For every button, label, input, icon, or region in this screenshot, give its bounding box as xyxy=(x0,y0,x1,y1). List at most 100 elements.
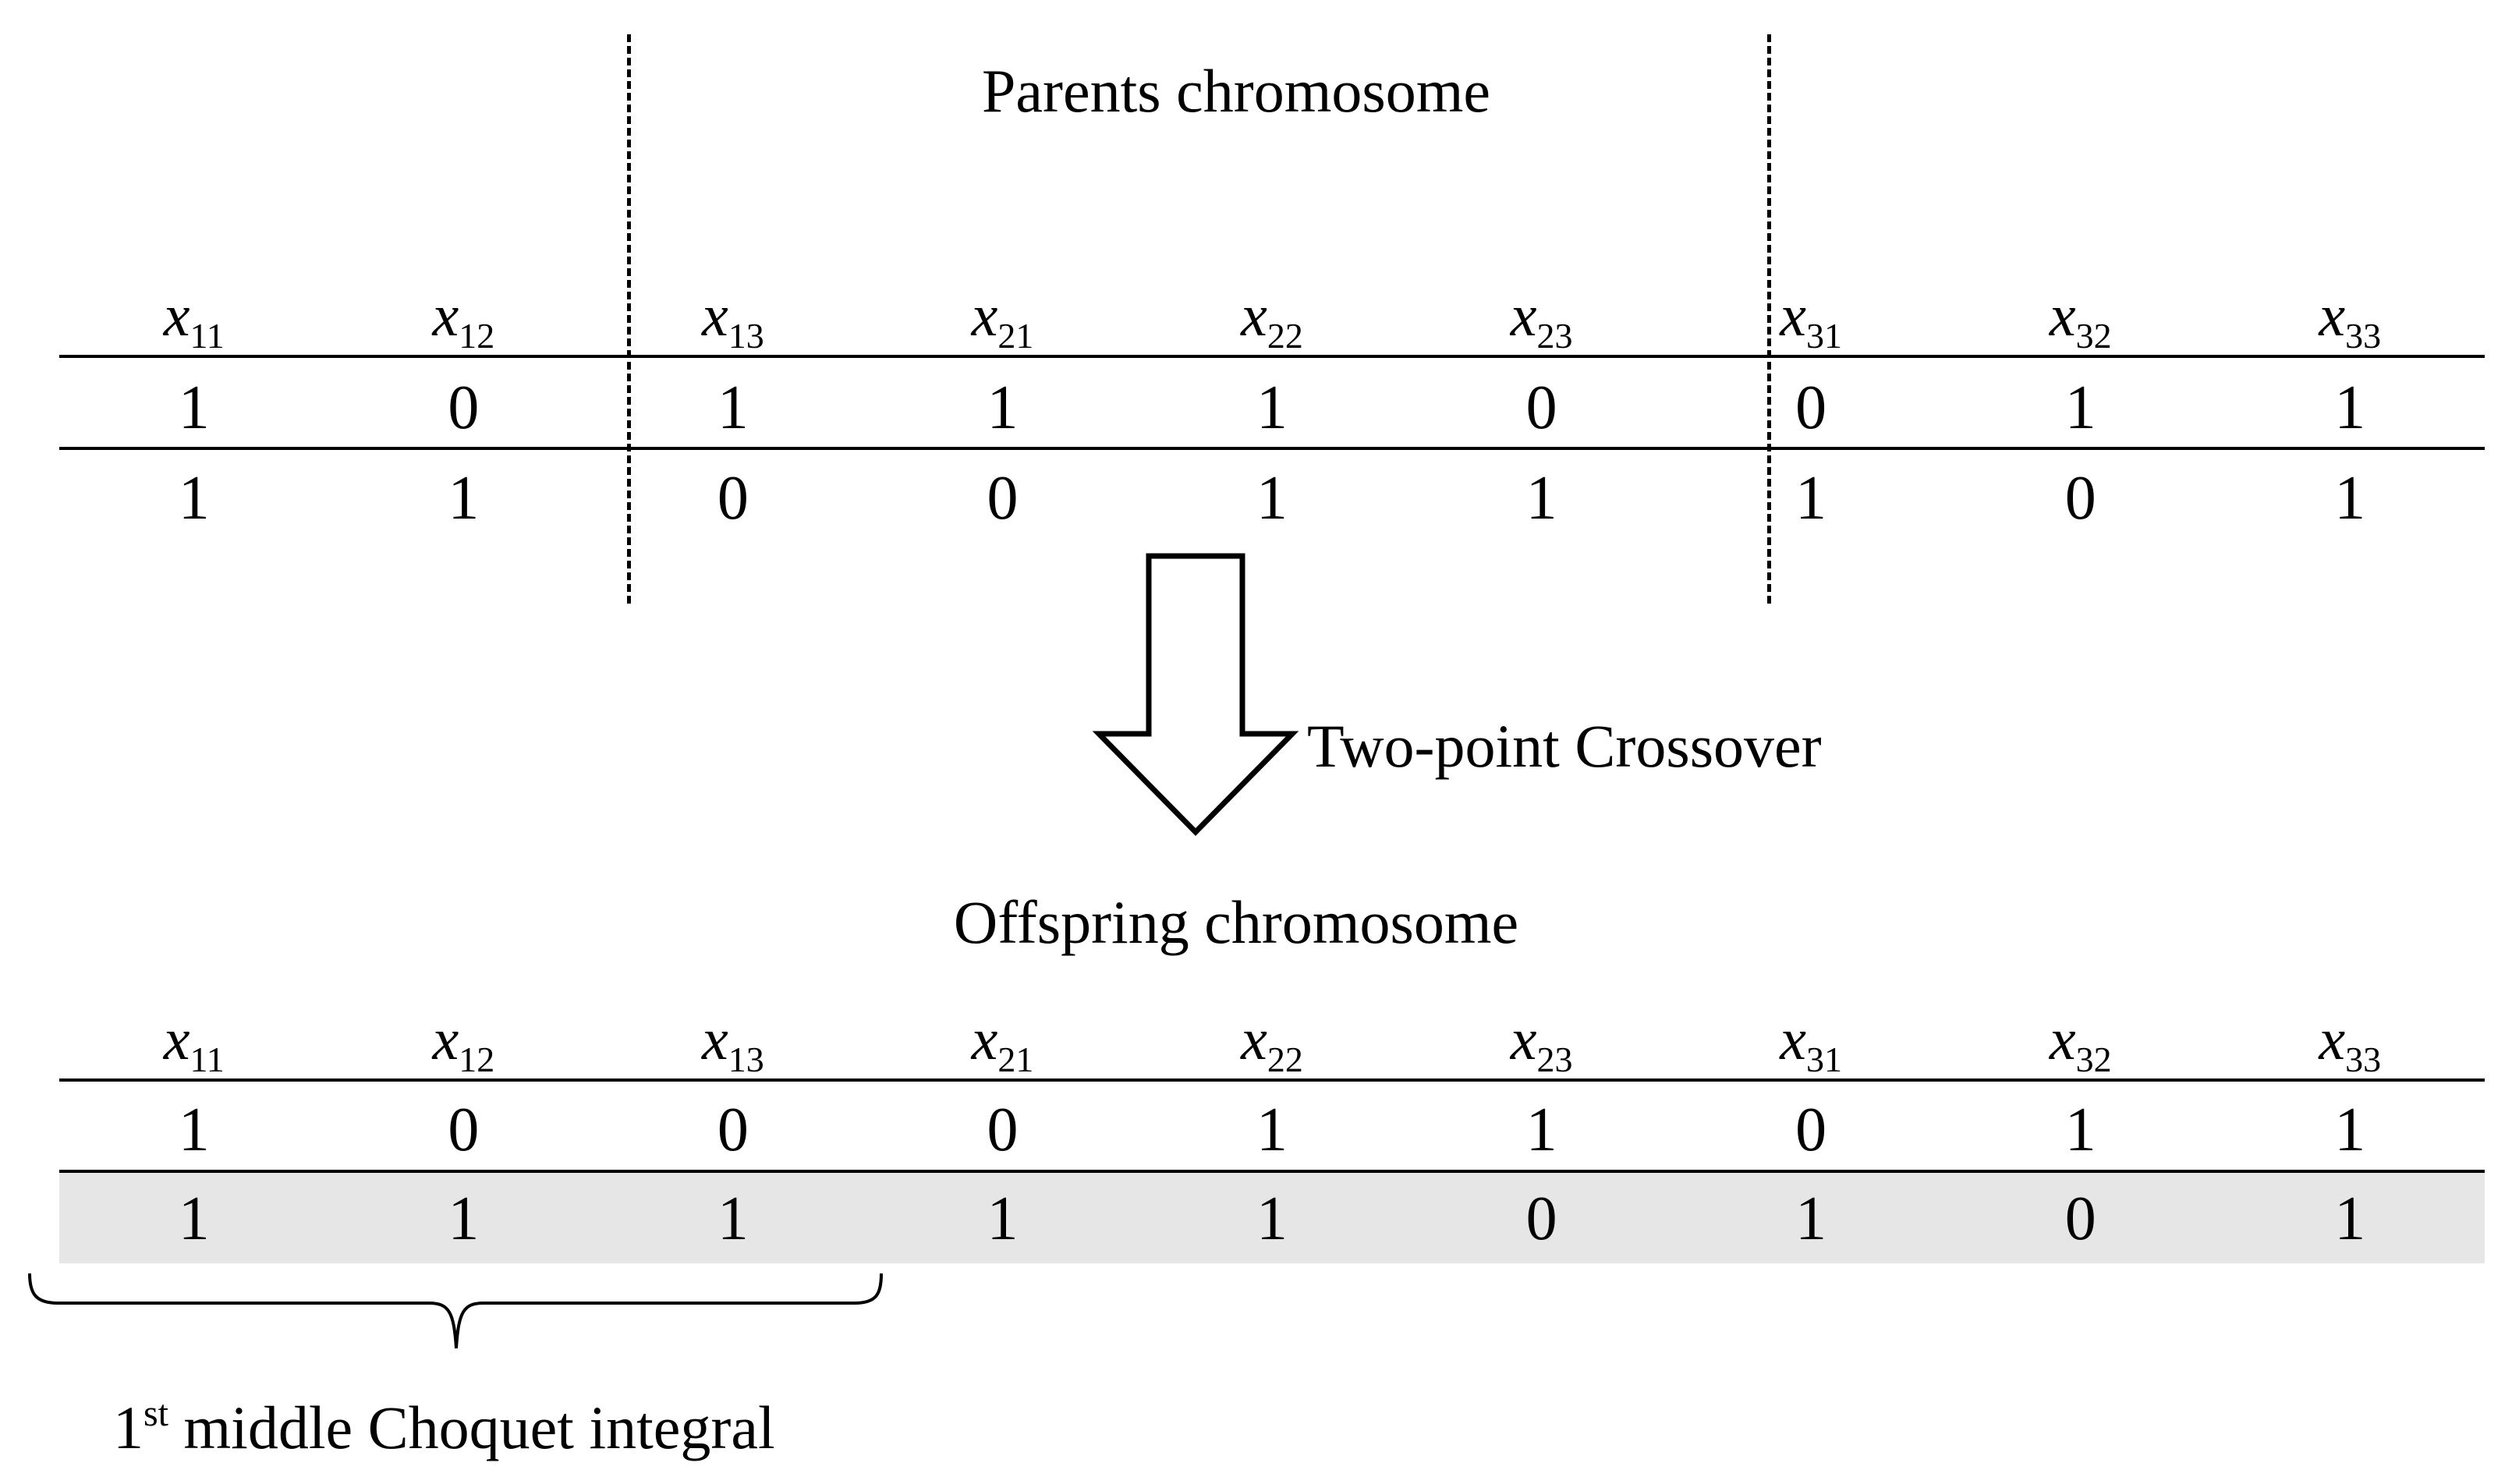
gene-label: x13 xyxy=(598,281,868,354)
gene-bit: 1 xyxy=(987,374,1019,442)
gene-bit: 0 xyxy=(717,464,749,533)
gene-symbol: x xyxy=(1510,1007,1537,1072)
gene-index: 33 xyxy=(2345,316,2382,356)
gene-symbol: x xyxy=(1241,283,1267,349)
brace-label-text: middle Choquet integral xyxy=(168,1394,775,1461)
down-arrow-icon xyxy=(1092,553,1299,836)
gene-symbol: x xyxy=(2049,1007,2076,1072)
brace-label-prefix: 1 xyxy=(113,1394,143,1461)
gene-label: x33 xyxy=(2216,281,2485,354)
gene-symbol: x xyxy=(163,1007,190,1072)
gene-index: 31 xyxy=(1806,316,1843,356)
gene-label: x11 xyxy=(59,1004,329,1078)
gene-bit: 1 xyxy=(987,1185,1019,1253)
gene-symbol: x xyxy=(163,283,190,349)
parents-middle-rule xyxy=(59,447,2485,450)
offspring-2-highlight xyxy=(59,1173,2485,1263)
gene-index: 13 xyxy=(728,1040,764,1080)
gene-bit: 1 xyxy=(1795,464,1827,533)
gene-symbol: x xyxy=(702,283,728,349)
gene-label: x12 xyxy=(329,281,599,354)
gene-symbol: x xyxy=(1780,283,1807,349)
gene-label: x22 xyxy=(1137,1004,1407,1078)
gene-bit: 0 xyxy=(1795,1096,1827,1164)
gene-bit: 0 xyxy=(987,464,1019,533)
gene-bit: 1 xyxy=(1256,464,1288,533)
gene-symbol: x xyxy=(971,1007,998,1072)
gene-bit: 1 xyxy=(448,1185,480,1253)
gene-bit: 1 xyxy=(1525,464,1557,533)
gene-symbol: x xyxy=(702,1007,728,1072)
gene-bit: 0 xyxy=(2064,1185,2096,1253)
gene-index: 23 xyxy=(1536,1040,1573,1080)
gene-bit: 1 xyxy=(2064,374,2096,442)
gene-bit: 1 xyxy=(178,374,210,442)
crossover-cut-line-left xyxy=(627,34,631,604)
gene-label: x13 xyxy=(598,1004,868,1078)
gene-bit: 1 xyxy=(2334,374,2366,442)
gene-label: x21 xyxy=(868,1004,1138,1078)
gene-symbol: x xyxy=(1241,1007,1267,1072)
gene-index: 33 xyxy=(2345,1040,2382,1080)
gene-bit: 1 xyxy=(2334,1096,2366,1164)
gene-index: 21 xyxy=(997,316,1034,356)
gene-index: 21 xyxy=(997,1040,1034,1080)
gene-index: 31 xyxy=(1806,1040,1843,1080)
gene-symbol: x xyxy=(2319,283,2346,349)
gene-index: 11 xyxy=(190,1040,225,1080)
gene-index: 12 xyxy=(459,316,495,356)
gene-symbol: x xyxy=(2319,1007,2346,1072)
gene-label: x12 xyxy=(329,1004,599,1078)
gene-label: x32 xyxy=(1946,1004,2216,1078)
gene-bit: 1 xyxy=(2334,1185,2366,1253)
brace-icon xyxy=(28,1273,883,1349)
gene-symbol: x xyxy=(432,283,459,349)
crossover-cut-line-right xyxy=(1767,34,1771,604)
gene-bit: 1 xyxy=(448,464,480,533)
gene-bit: 0 xyxy=(2064,464,2096,533)
gene-symbol: x xyxy=(2049,283,2076,349)
brace-label-ordinal: st xyxy=(143,1393,169,1435)
gene-bit: 0 xyxy=(448,1096,480,1164)
gene-label: x31 xyxy=(1676,281,1946,354)
gene-bit: 1 xyxy=(178,1096,210,1164)
gene-bit: 1 xyxy=(178,464,210,533)
gene-symbol: x xyxy=(1780,1007,1807,1072)
gene-index: 32 xyxy=(2075,1040,2112,1080)
gene-bit: 1 xyxy=(1525,1096,1557,1164)
offspring-top-rule xyxy=(59,1078,2485,1082)
offspring-middle-rule xyxy=(59,1170,2485,1173)
gene-index: 22 xyxy=(1267,1040,1303,1080)
gene-symbol: x xyxy=(971,283,998,349)
gene-bit: 0 xyxy=(1795,374,1827,442)
parents-title: Parents chromosome xyxy=(981,57,1491,125)
parents-top-rule xyxy=(59,355,2485,358)
gene-label: x31 xyxy=(1676,1004,1946,1078)
gene-bit: 1 xyxy=(1795,1185,1827,1253)
gene-bit: 0 xyxy=(1525,1185,1557,1253)
gene-bit: 1 xyxy=(1256,1185,1288,1253)
gene-index: 32 xyxy=(2075,316,2112,356)
crossover-label: Two-point Crossover xyxy=(1307,712,1822,780)
gene-label: x32 xyxy=(1946,281,2216,354)
gene-bit: 1 xyxy=(717,374,749,442)
gene-bit: 0 xyxy=(448,374,480,442)
gene-index: 11 xyxy=(190,316,225,356)
gene-bit: 0 xyxy=(1525,374,1557,442)
gene-label: x21 xyxy=(868,281,1138,354)
gene-index: 22 xyxy=(1267,316,1303,356)
gene-bit: 0 xyxy=(717,1096,749,1164)
gene-bit: 1 xyxy=(1256,1096,1288,1164)
gene-index: 12 xyxy=(459,1040,495,1080)
gene-label: x22 xyxy=(1137,281,1407,354)
offspring-title: Offspring chromosome xyxy=(953,888,1519,956)
gene-label: x33 xyxy=(2216,1004,2485,1078)
gene-label: x11 xyxy=(59,281,329,354)
offspring-1-row: 1 0 0 0 1 1 0 1 1 xyxy=(59,1095,2485,1165)
gene-bit: 1 xyxy=(2064,1096,2096,1164)
gene-bit: 0 xyxy=(987,1096,1019,1164)
